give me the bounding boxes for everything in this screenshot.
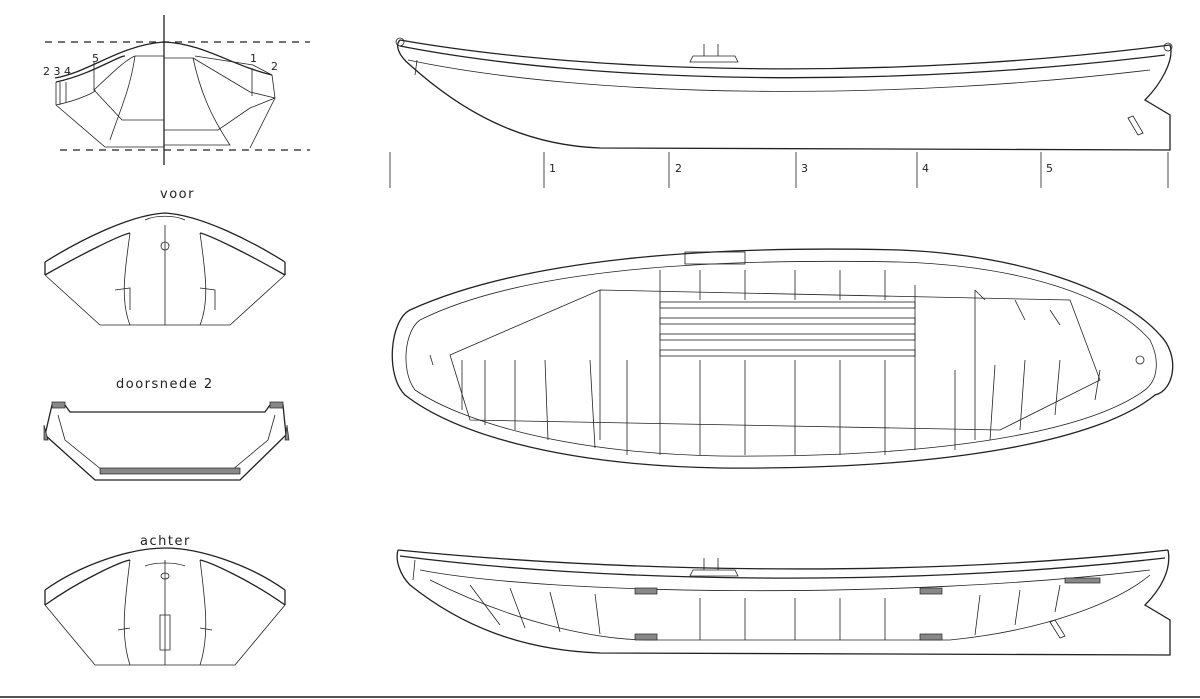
body-plan: 2 3 4 5 1 2: [43, 15, 310, 165]
body-plan-label-234: 2 3 4: [43, 65, 71, 78]
longitudinal-section: [396, 549, 1171, 656]
station-1: 1: [549, 162, 556, 175]
station-3: 3: [801, 162, 808, 175]
station-4: 4: [922, 162, 929, 175]
section-view-label: doorsnede 2: [116, 377, 214, 392]
plan-view: [391, 248, 1174, 469]
body-plan-label-1: 1: [250, 52, 257, 65]
station-5: 5: [1046, 162, 1053, 175]
body-plan-label-5: 5: [92, 52, 99, 65]
front-view-label: voor: [160, 187, 195, 202]
body-plan-label-2: 2: [271, 60, 278, 73]
station-ticks: 1 2 3 4 5: [389, 152, 1169, 188]
station-2: 2: [675, 162, 682, 175]
rear-view-label: achter: [140, 534, 191, 549]
section-view: [43, 401, 290, 481]
side-profile: [395, 37, 1173, 151]
frames: [461, 270, 1101, 455]
front-view: [44, 212, 286, 326]
rear-view: [44, 547, 286, 666]
